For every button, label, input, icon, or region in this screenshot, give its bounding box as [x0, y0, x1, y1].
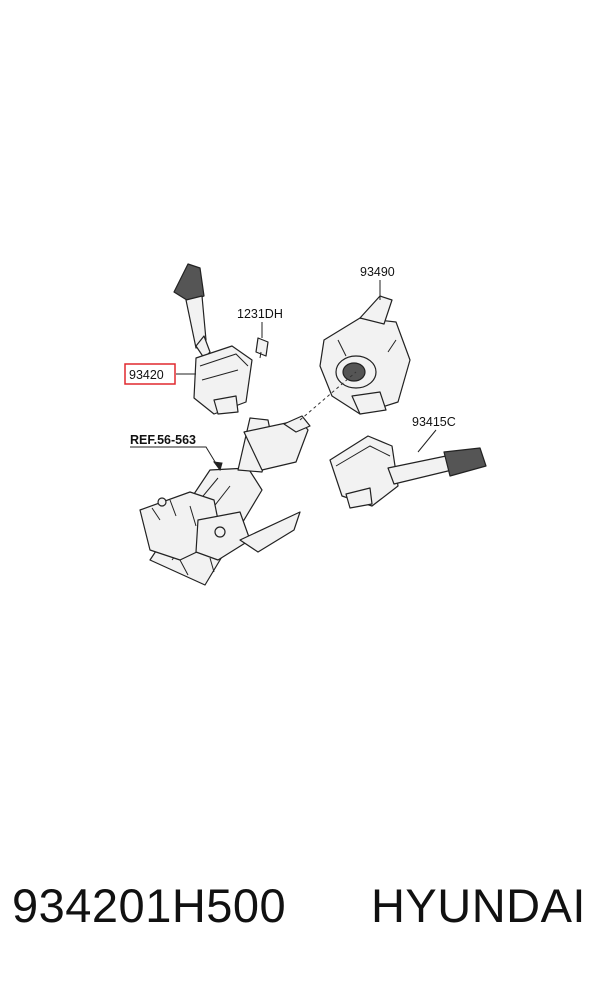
highlight-box [124, 363, 176, 385]
light-switch-drawing [173, 263, 253, 415]
footer: 934201H500 HYUNDAI [0, 878, 600, 948]
wiper-switch-drawing [329, 435, 487, 509]
label-93415c: 93415C [412, 415, 456, 429]
label-ref-56-563: REF.56-563 [130, 433, 196, 447]
part-number: 934201H500 [12, 879, 287, 932]
steering-column-drawing [139, 415, 311, 586]
label-93490: 93490 [360, 265, 395, 279]
leader-lines [130, 280, 437, 472]
brand-name: HYUNDAI [370, 879, 586, 932]
label-1231dh: 1231DH [237, 307, 283, 321]
clock-spring-drawing [319, 295, 411, 415]
label-93420: 93420 [129, 368, 164, 382]
alignment-line [299, 371, 357, 421]
bolt-drawing [255, 337, 269, 359]
